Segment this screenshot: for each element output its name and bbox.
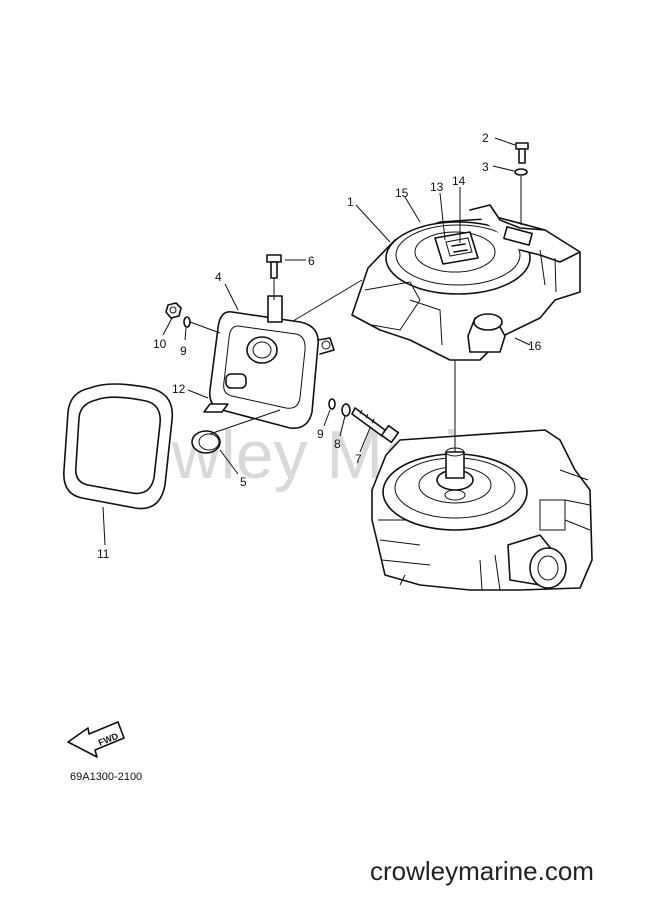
leader-1 xyxy=(355,204,391,243)
leader-4 xyxy=(224,283,239,311)
leader-9a-ext xyxy=(189,321,221,334)
bolt-6-icon xyxy=(266,254,282,279)
gasket-icon xyxy=(63,383,174,510)
callout-4: 4 xyxy=(215,270,222,284)
callout-9-bottom: 9 xyxy=(317,427,324,441)
leader-3 xyxy=(492,165,515,172)
engine-block-icon xyxy=(371,429,593,591)
grommet-5-icon xyxy=(191,430,221,454)
callout-7: 7 xyxy=(355,452,362,466)
callout-2: 2 xyxy=(482,131,489,145)
callout-1: 1 xyxy=(347,195,354,209)
callout-8: 8 xyxy=(334,437,341,451)
bolt-7-icon xyxy=(351,407,400,444)
nut-10-icon xyxy=(165,302,182,319)
leader-8 xyxy=(339,415,346,437)
callout-14: 14 xyxy=(452,174,466,188)
callout-13: 13 xyxy=(430,180,444,194)
leader-9b xyxy=(323,409,331,427)
leader-15 xyxy=(404,196,421,223)
callout-9-top: 9 xyxy=(180,344,187,358)
fwd-arrow-icon: FWD xyxy=(67,721,125,758)
flywheel-cover-icon xyxy=(351,204,581,361)
washer-3-icon xyxy=(514,168,528,176)
washer-9-top-icon xyxy=(183,316,191,328)
callout-3: 3 xyxy=(482,160,489,174)
leader-2 xyxy=(494,137,516,146)
callout-10: 10 xyxy=(153,337,167,351)
leader-7 xyxy=(359,427,371,453)
part-number: 69A1300-2100 xyxy=(70,771,142,783)
callout-16: 16 xyxy=(528,339,542,353)
callout-5: 5 xyxy=(240,475,247,489)
callout-12: 12 xyxy=(172,382,186,396)
air-silencer-icon xyxy=(208,295,335,429)
site-footer: crowleymarine.com xyxy=(370,856,594,886)
washer-9-bottom-icon xyxy=(328,398,336,410)
leader-16 xyxy=(514,337,531,346)
label-plate-12-icon xyxy=(203,403,229,413)
callout-11: 11 xyxy=(97,547,110,561)
leader-11 xyxy=(102,506,106,546)
callout-15: 15 xyxy=(395,186,409,200)
callout-6: 6 xyxy=(308,254,315,268)
leader-13 xyxy=(439,192,446,241)
bolt-2-icon xyxy=(515,142,529,164)
leader-10 xyxy=(162,317,173,336)
leader-5-silencer xyxy=(209,409,281,435)
leader-5 xyxy=(219,449,239,475)
leader-12 xyxy=(187,389,209,399)
leader-9a xyxy=(184,327,187,341)
washer-8-icon xyxy=(341,403,351,417)
